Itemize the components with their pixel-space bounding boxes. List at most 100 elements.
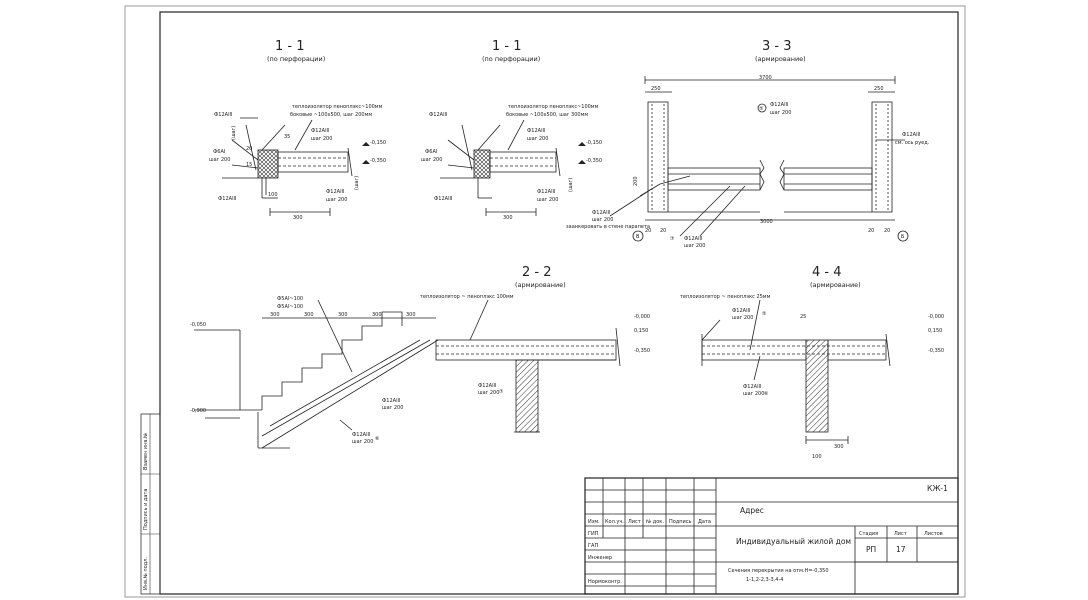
mark-circle: ⑤ xyxy=(762,311,766,317)
section-1-1-b: 1 - 1 (по перфорации) теплоизолятор пено… xyxy=(421,39,602,221)
section-title: 1 - 1 xyxy=(275,39,305,54)
mark-circle: ⑦ xyxy=(499,389,504,395)
section-1-1-a: 1 - 1 (по перфорации) теплоизолятор пено… xyxy=(209,39,386,221)
level-mark: 0,150 xyxy=(634,328,648,334)
rebar-label: Ф12АIII xyxy=(537,189,556,195)
section-2-2: 2 - 2 (армирование) Ф5АI~100 Ф5АI~100 те… xyxy=(190,265,650,449)
rebar-label: Ф12АIII xyxy=(592,210,611,216)
level-mark: -0,350 xyxy=(928,348,944,354)
step-dim: 300 xyxy=(304,312,314,318)
rebar-label: Ф5АI~100 xyxy=(277,296,303,302)
level-mark: -0,350 xyxy=(634,348,650,354)
sheets-header: Листов xyxy=(924,531,943,537)
rebar-label: Ф12АIII xyxy=(429,112,448,118)
rebar-step: шаг 200 xyxy=(537,197,558,203)
dim-label: 35 xyxy=(284,134,290,140)
rebar-label: Ф12АIII xyxy=(684,236,703,242)
stage-header: Стадия xyxy=(859,531,878,537)
axis-label: Б xyxy=(901,234,905,240)
inner-frame xyxy=(159,11,959,595)
insulation-note: боковые ~100х500, шаг 300мм xyxy=(506,112,588,118)
rebar-label: Ф6АI xyxy=(213,149,225,155)
level-mark: -0,900 xyxy=(190,408,206,414)
level-mark: -0,350 xyxy=(586,158,602,164)
dim-label: 20 xyxy=(660,228,666,234)
mark-circle: ⑥ xyxy=(764,391,769,397)
sheet-header: Лист xyxy=(894,531,907,537)
dim-label: 25 xyxy=(800,314,806,320)
dim-label: (шаг) xyxy=(568,178,574,192)
rebar-note: заанкеровать в стене парапета xyxy=(566,224,650,230)
dim-label: 100 xyxy=(268,192,278,198)
section-subtitle: (по перфорации) xyxy=(482,55,540,63)
outer-frame xyxy=(124,5,966,598)
tb-col-header: Подпись xyxy=(669,519,692,525)
rebar-label: Ф12АIII xyxy=(218,196,237,202)
insulation-label: теплоизолятор пеноплэкс~100мм xyxy=(508,104,599,110)
tb-role: Нормоконтр. xyxy=(588,579,622,585)
side-label-sign: Подпись и дата xyxy=(143,489,149,530)
rebar-label: Ф12АIII xyxy=(352,432,371,438)
level-mark: -0,350 xyxy=(370,158,386,164)
level-mark: -0,000 xyxy=(634,314,650,320)
rebar-step: шаг 200 xyxy=(684,243,705,249)
section-title: 2 - 2 xyxy=(522,265,552,280)
level-mark: -0,050 xyxy=(190,322,206,328)
dim-label: 20 xyxy=(884,228,890,234)
side-label-replace: Взамен инв.№ xyxy=(143,432,149,470)
rebar-label: Ф12АIII xyxy=(326,189,345,195)
section-3-3: 3 - 3 (армирование) 3700 250 xyxy=(566,39,930,249)
step-dim: 300 xyxy=(406,312,416,318)
rebar-step: шаг 200 xyxy=(352,439,373,445)
section-title: 4 - 4 xyxy=(812,265,842,280)
dim-label: 300 xyxy=(293,215,303,221)
rebar-label: Ф12АIII xyxy=(770,102,789,108)
insulation-note: боковые ~100х500, шаг 200мм xyxy=(290,112,372,118)
level-mark: -0,000 xyxy=(928,314,944,320)
rebar-step: шаг 200 xyxy=(478,390,499,396)
rebar-label: Ф12АIII xyxy=(311,128,330,134)
rebar-label: Ф12АIII xyxy=(434,196,453,202)
rebar-label: Ф12АIII xyxy=(527,128,546,134)
dim-label: 20 xyxy=(246,146,252,152)
rebar-step: шаг 200 xyxy=(382,405,403,411)
rebar-note: см. ось руед. xyxy=(895,140,930,146)
mark-circle: ⑦ xyxy=(670,236,675,242)
rebar-label: Ф5АI~100 xyxy=(277,304,303,310)
step-dim: 300 xyxy=(270,312,280,318)
rebar-step: шаг 200 xyxy=(770,110,791,116)
address-label: Адрес xyxy=(740,506,764,515)
drawing-code: КЖ-1 xyxy=(927,484,948,493)
rebar-label: Ф12АIII xyxy=(382,398,401,404)
tb-role: ГИП xyxy=(588,531,599,537)
tb-col-header: Кол.уч. xyxy=(605,519,624,525)
step-dim: 300 xyxy=(372,312,382,318)
dim-label: 200 xyxy=(633,176,639,186)
side-label-inv: Инв.№ подл. xyxy=(143,557,149,590)
tb-role: Инженер xyxy=(588,555,612,561)
rebar-step: шаг 200 xyxy=(592,217,613,223)
rebar-label: Ф12АIII xyxy=(478,383,497,389)
rebar-step: шаг 200 xyxy=(209,157,230,163)
dim-label: 250 xyxy=(874,86,884,92)
level-mark: 0,150 xyxy=(928,328,942,334)
mark-circle: ⑤ xyxy=(759,106,763,112)
dim-label: 15 xyxy=(246,162,252,168)
section-subtitle: (армирование) xyxy=(515,281,566,289)
rebar-step: шаг 200 xyxy=(311,136,332,142)
sheet-number: 17 xyxy=(896,545,906,554)
insulation-label: теплоизолятор ~ пеноплэкс 100мм xyxy=(420,294,514,300)
stage-value: РП xyxy=(866,545,876,554)
tb-col-header: № док. xyxy=(646,519,664,525)
rebar-label: Ф12АIII xyxy=(743,384,762,390)
drawing-description: Сечения перекрытия на отм.Н=-0,350 xyxy=(728,568,829,574)
step-dim: 300 xyxy=(338,312,348,318)
dim-label: 20 xyxy=(645,228,651,234)
rebar-step: шаг 200 xyxy=(421,157,442,163)
rebar-label: Ф12АIII xyxy=(902,132,921,138)
mark-circle: ⑥ xyxy=(375,436,380,442)
section-subtitle: (армирование) xyxy=(755,55,806,63)
dim-label: 20 xyxy=(868,228,874,234)
dim-label: 100 xyxy=(812,454,822,460)
dim-label: (шаг) xyxy=(231,126,237,140)
